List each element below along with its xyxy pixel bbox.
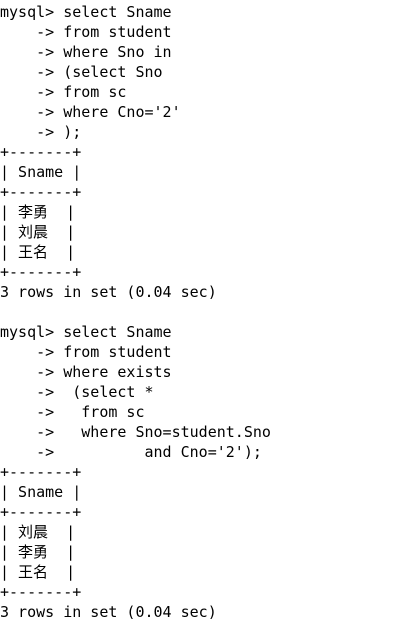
query1-line: -> from student [0,23,172,41]
result2-row: | 王名 | [0,563,76,581]
query1-prompt-line: mysql> select Sname [0,3,172,21]
result1-row: | 刘晨 | [0,223,76,241]
blank-line [0,302,411,322]
result1-row: | 李勇 | [0,203,76,221]
query2-line: -> from student [0,343,172,361]
result2-status: 3 rows in set (0.04 sec) [0,603,217,621]
result2-border-mid: +-------+ [0,503,82,521]
result2-row: | 刘晨 | [0,523,76,541]
result1-header: | Sname | [0,163,82,181]
query1-line: -> ); [0,123,82,141]
result2-border-bottom: +-------+ [0,583,82,601]
query2-line: -> (select * [0,383,154,401]
result2-header: | Sname | [0,483,82,501]
query1-line: -> where Cno='2' [0,103,181,121]
result1-row: | 王名 | [0,243,76,261]
query2-line: -> from sc [0,403,145,421]
query2-line: -> where exists [0,363,172,381]
query1-line: -> from sc [0,83,127,101]
query2-line: -> where Sno=student.Sno [0,423,271,441]
query2-line: -> and Cno='2'); [0,443,262,461]
result1-status: 3 rows in set (0.04 sec) [0,283,217,301]
result1-border-top: +-------+ [0,143,82,161]
result2-row: | 李勇 | [0,543,76,561]
query1-line: -> (select Sno [0,63,163,81]
query1-line: -> where Sno in [0,43,172,61]
result2-border-top: +-------+ [0,463,82,481]
query2-prompt-line: mysql> select Sname [0,323,172,341]
result1-border-mid: +-------+ [0,183,82,201]
result1-border-bottom: +-------+ [0,263,82,281]
